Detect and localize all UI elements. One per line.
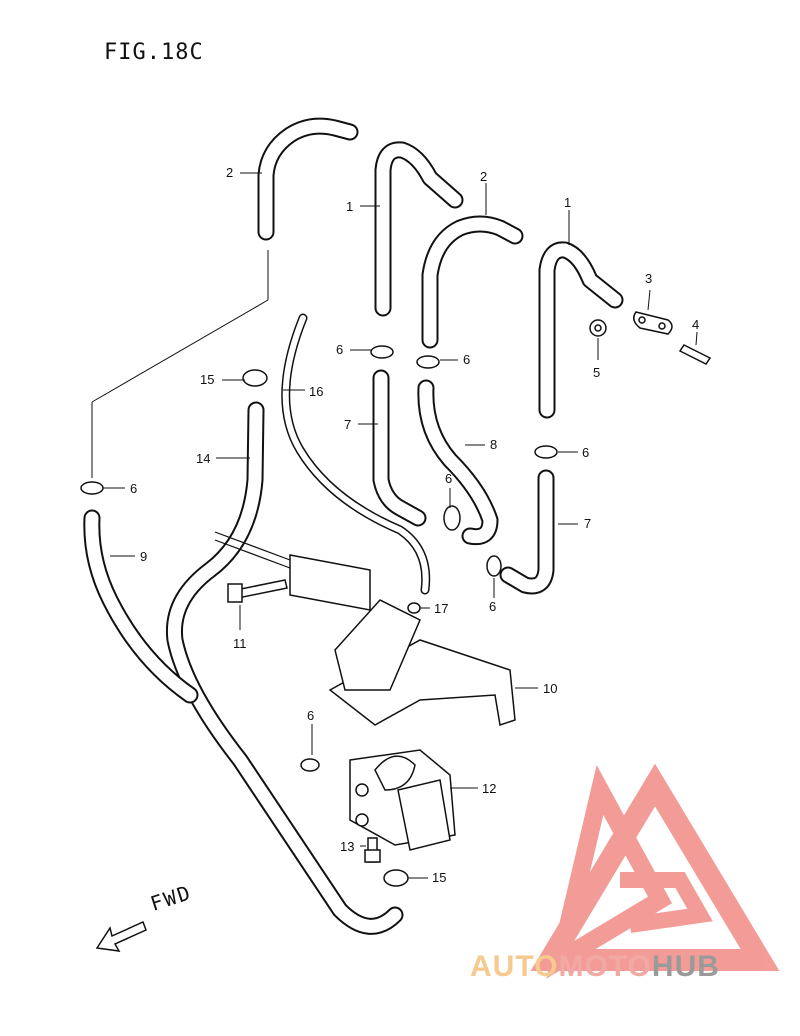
clamp-6-c bbox=[534, 445, 558, 459]
reed-valve-12 bbox=[349, 749, 456, 851]
callout-13: 13 bbox=[340, 839, 355, 854]
bracket-10 bbox=[214, 531, 516, 726]
clamp-15-a bbox=[242, 369, 268, 387]
clamp-6-f bbox=[486, 555, 502, 577]
callout-7-center: 7 bbox=[344, 417, 352, 432]
callout-6-f: 6 bbox=[489, 599, 497, 614]
callout-6-g: 6 bbox=[307, 708, 315, 723]
callout-11: 11 bbox=[233, 636, 247, 651]
callout-6-a: 6 bbox=[336, 342, 344, 357]
callout-14: 14 bbox=[196, 451, 211, 466]
callout-2-left: 2 bbox=[226, 165, 234, 180]
callout-8: 8 bbox=[490, 437, 498, 452]
stud-4 bbox=[678, 344, 712, 365]
hose-9 bbox=[83, 509, 199, 704]
fwd-arrow-icon bbox=[95, 920, 147, 952]
callout-9: 9 bbox=[140, 549, 148, 564]
callout-10: 10 bbox=[543, 681, 558, 696]
callout-6-b: 6 bbox=[463, 352, 471, 367]
callout-4: 4 bbox=[692, 317, 700, 332]
clamp-6-b bbox=[416, 355, 440, 369]
hose-7-right bbox=[499, 469, 555, 595]
watermark-part-3: HUB bbox=[651, 950, 720, 983]
callout-7-right: 7 bbox=[584, 516, 592, 531]
leader-lines bbox=[91, 172, 698, 879]
hose-8 bbox=[417, 379, 499, 546]
gasket-3 bbox=[633, 311, 673, 335]
bolt-11 bbox=[227, 579, 288, 603]
callout-15-a: 15 bbox=[200, 372, 215, 387]
clamp-15-b bbox=[383, 869, 409, 887]
clamp-6-a bbox=[370, 345, 394, 359]
hose-1-center bbox=[374, 141, 464, 317]
watermark-brand: AUTOMOTOHUB bbox=[470, 950, 720, 984]
clamp-17 bbox=[407, 602, 421, 614]
callout-16: 16 bbox=[309, 384, 324, 399]
clamp-6-g bbox=[300, 758, 320, 772]
callout-3: 3 bbox=[645, 271, 653, 286]
callout-12: 12 bbox=[482, 781, 497, 796]
clamp-6-d bbox=[80, 481, 104, 495]
clamp-6-e bbox=[443, 505, 461, 531]
hose-1-right bbox=[538, 241, 624, 419]
hose-14 bbox=[165, 401, 404, 935]
watermark-logo-icon bbox=[530, 763, 780, 979]
callout-6-d: 6 bbox=[130, 481, 138, 496]
watermark-part-2: MOTO bbox=[558, 950, 652, 983]
callout-6-e: 6 bbox=[582, 445, 590, 460]
callout-1-right: 1 bbox=[564, 195, 572, 210]
nut-5 bbox=[589, 319, 607, 337]
callout-1-center: 1 bbox=[346, 199, 354, 214]
callout-2-right: 2 bbox=[480, 169, 488, 184]
hose-16 bbox=[281, 313, 431, 595]
hose-2-left bbox=[257, 117, 359, 241]
figure-title: FIG.18C bbox=[104, 40, 204, 65]
callout-17: 17 bbox=[434, 601, 449, 616]
watermark-part-1: AUTO bbox=[470, 950, 559, 983]
bolt-13 bbox=[364, 837, 381, 863]
hose-2-right bbox=[421, 215, 524, 349]
hose-7-center bbox=[372, 369, 427, 527]
callout-6-c: 6 bbox=[445, 471, 453, 486]
callout-15-b: 15 bbox=[432, 870, 447, 885]
callout-5: 5 bbox=[593, 365, 601, 380]
